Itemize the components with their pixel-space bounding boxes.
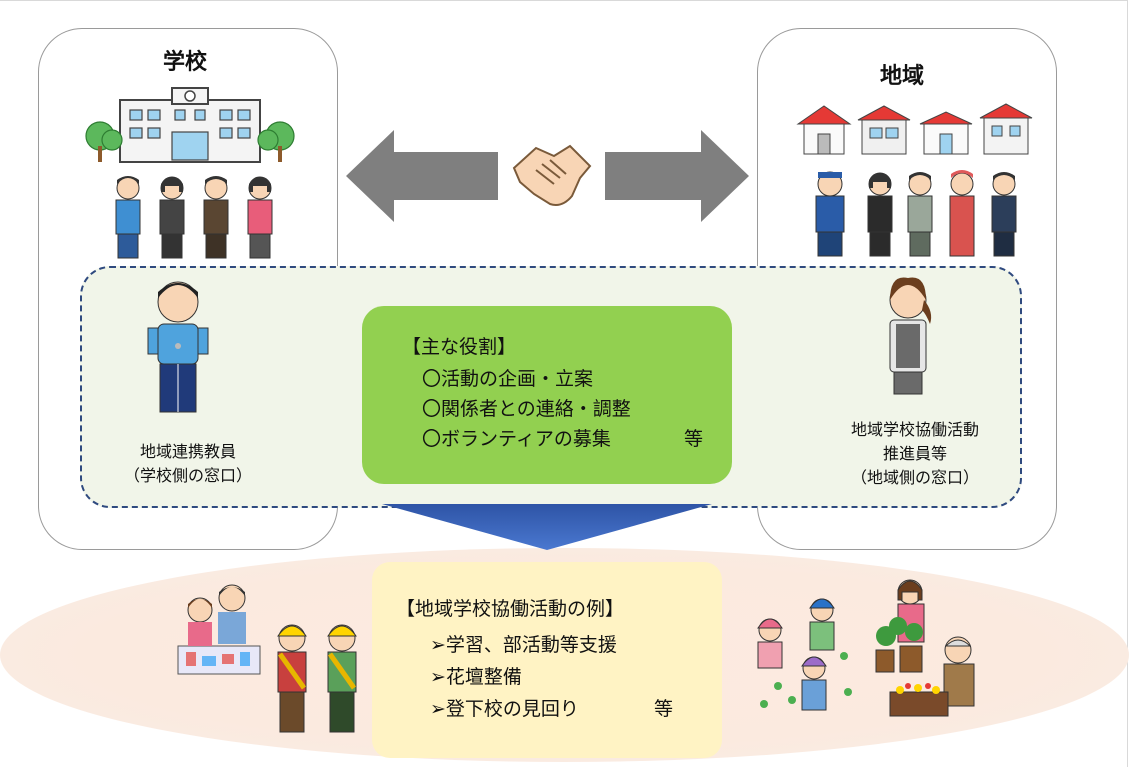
examples-item-2: ➢花壇整備	[430, 666, 522, 688]
patrol-illustration	[277, 624, 357, 733]
school-building-illustration	[85, 87, 295, 163]
coordinator-label-line3: （地域側の窓口）	[850, 468, 979, 487]
examples-item-1: ➢学習、部活動等支援	[430, 634, 617, 656]
roles-box: 【主な役割】 〇活動の企画・立案 〇関係者との連絡・調整 〇ボランティアの募集 …	[362, 306, 732, 484]
coordinator-label-line2: 推進員等	[882, 444, 947, 463]
handshake-icon	[512, 144, 592, 206]
school-staff-illustration	[115, 176, 273, 259]
community-houses-illustration	[796, 103, 1033, 155]
study-support-illustration	[177, 584, 261, 675]
coordinator-label-line1: 地域学校協働活動	[850, 420, 979, 439]
teacher-illustration	[147, 281, 209, 413]
roles-item-3: 〇ボランティアの募集	[422, 428, 611, 450]
school-title: 学校	[163, 50, 208, 75]
down-arrow	[382, 504, 712, 550]
teacher-label: 地域連携教員 （学校側の窓口）	[108, 440, 268, 488]
coordinator-illustration	[889, 277, 932, 395]
teacher-label-line2: （学校側の窓口）	[123, 466, 252, 485]
flowerbed-illustration	[875, 579, 975, 717]
roles-suffix: 等	[684, 428, 704, 450]
examples-item-3: ➢登下校の見回り	[430, 698, 579, 720]
examples-heading: 【地域学校協働活動の例】	[396, 598, 625, 620]
left-arrow	[346, 130, 498, 222]
roles-item-1: 〇活動の企画・立案	[422, 368, 594, 390]
teacher-label-line1: 地域連携教員	[139, 442, 236, 461]
examples-box: 【地域学校協働活動の例】 ➢学習、部活動等支援 ➢花壇整備 ➢登下校の見回り 等	[372, 562, 722, 758]
gardening-kids-illustration	[757, 598, 852, 711]
right-arrow	[605, 130, 749, 222]
community-people-illustration	[815, 170, 1017, 257]
community-title: 地域	[880, 64, 925, 89]
roles-item-2: 〇関係者との連絡・調整	[422, 398, 631, 420]
examples-suffix: 等	[654, 698, 674, 720]
coordinator-label: 地域学校協働活動 推進員等 （地域側の窓口）	[830, 418, 1000, 490]
roles-heading: 【主な役割】	[402, 336, 517, 358]
